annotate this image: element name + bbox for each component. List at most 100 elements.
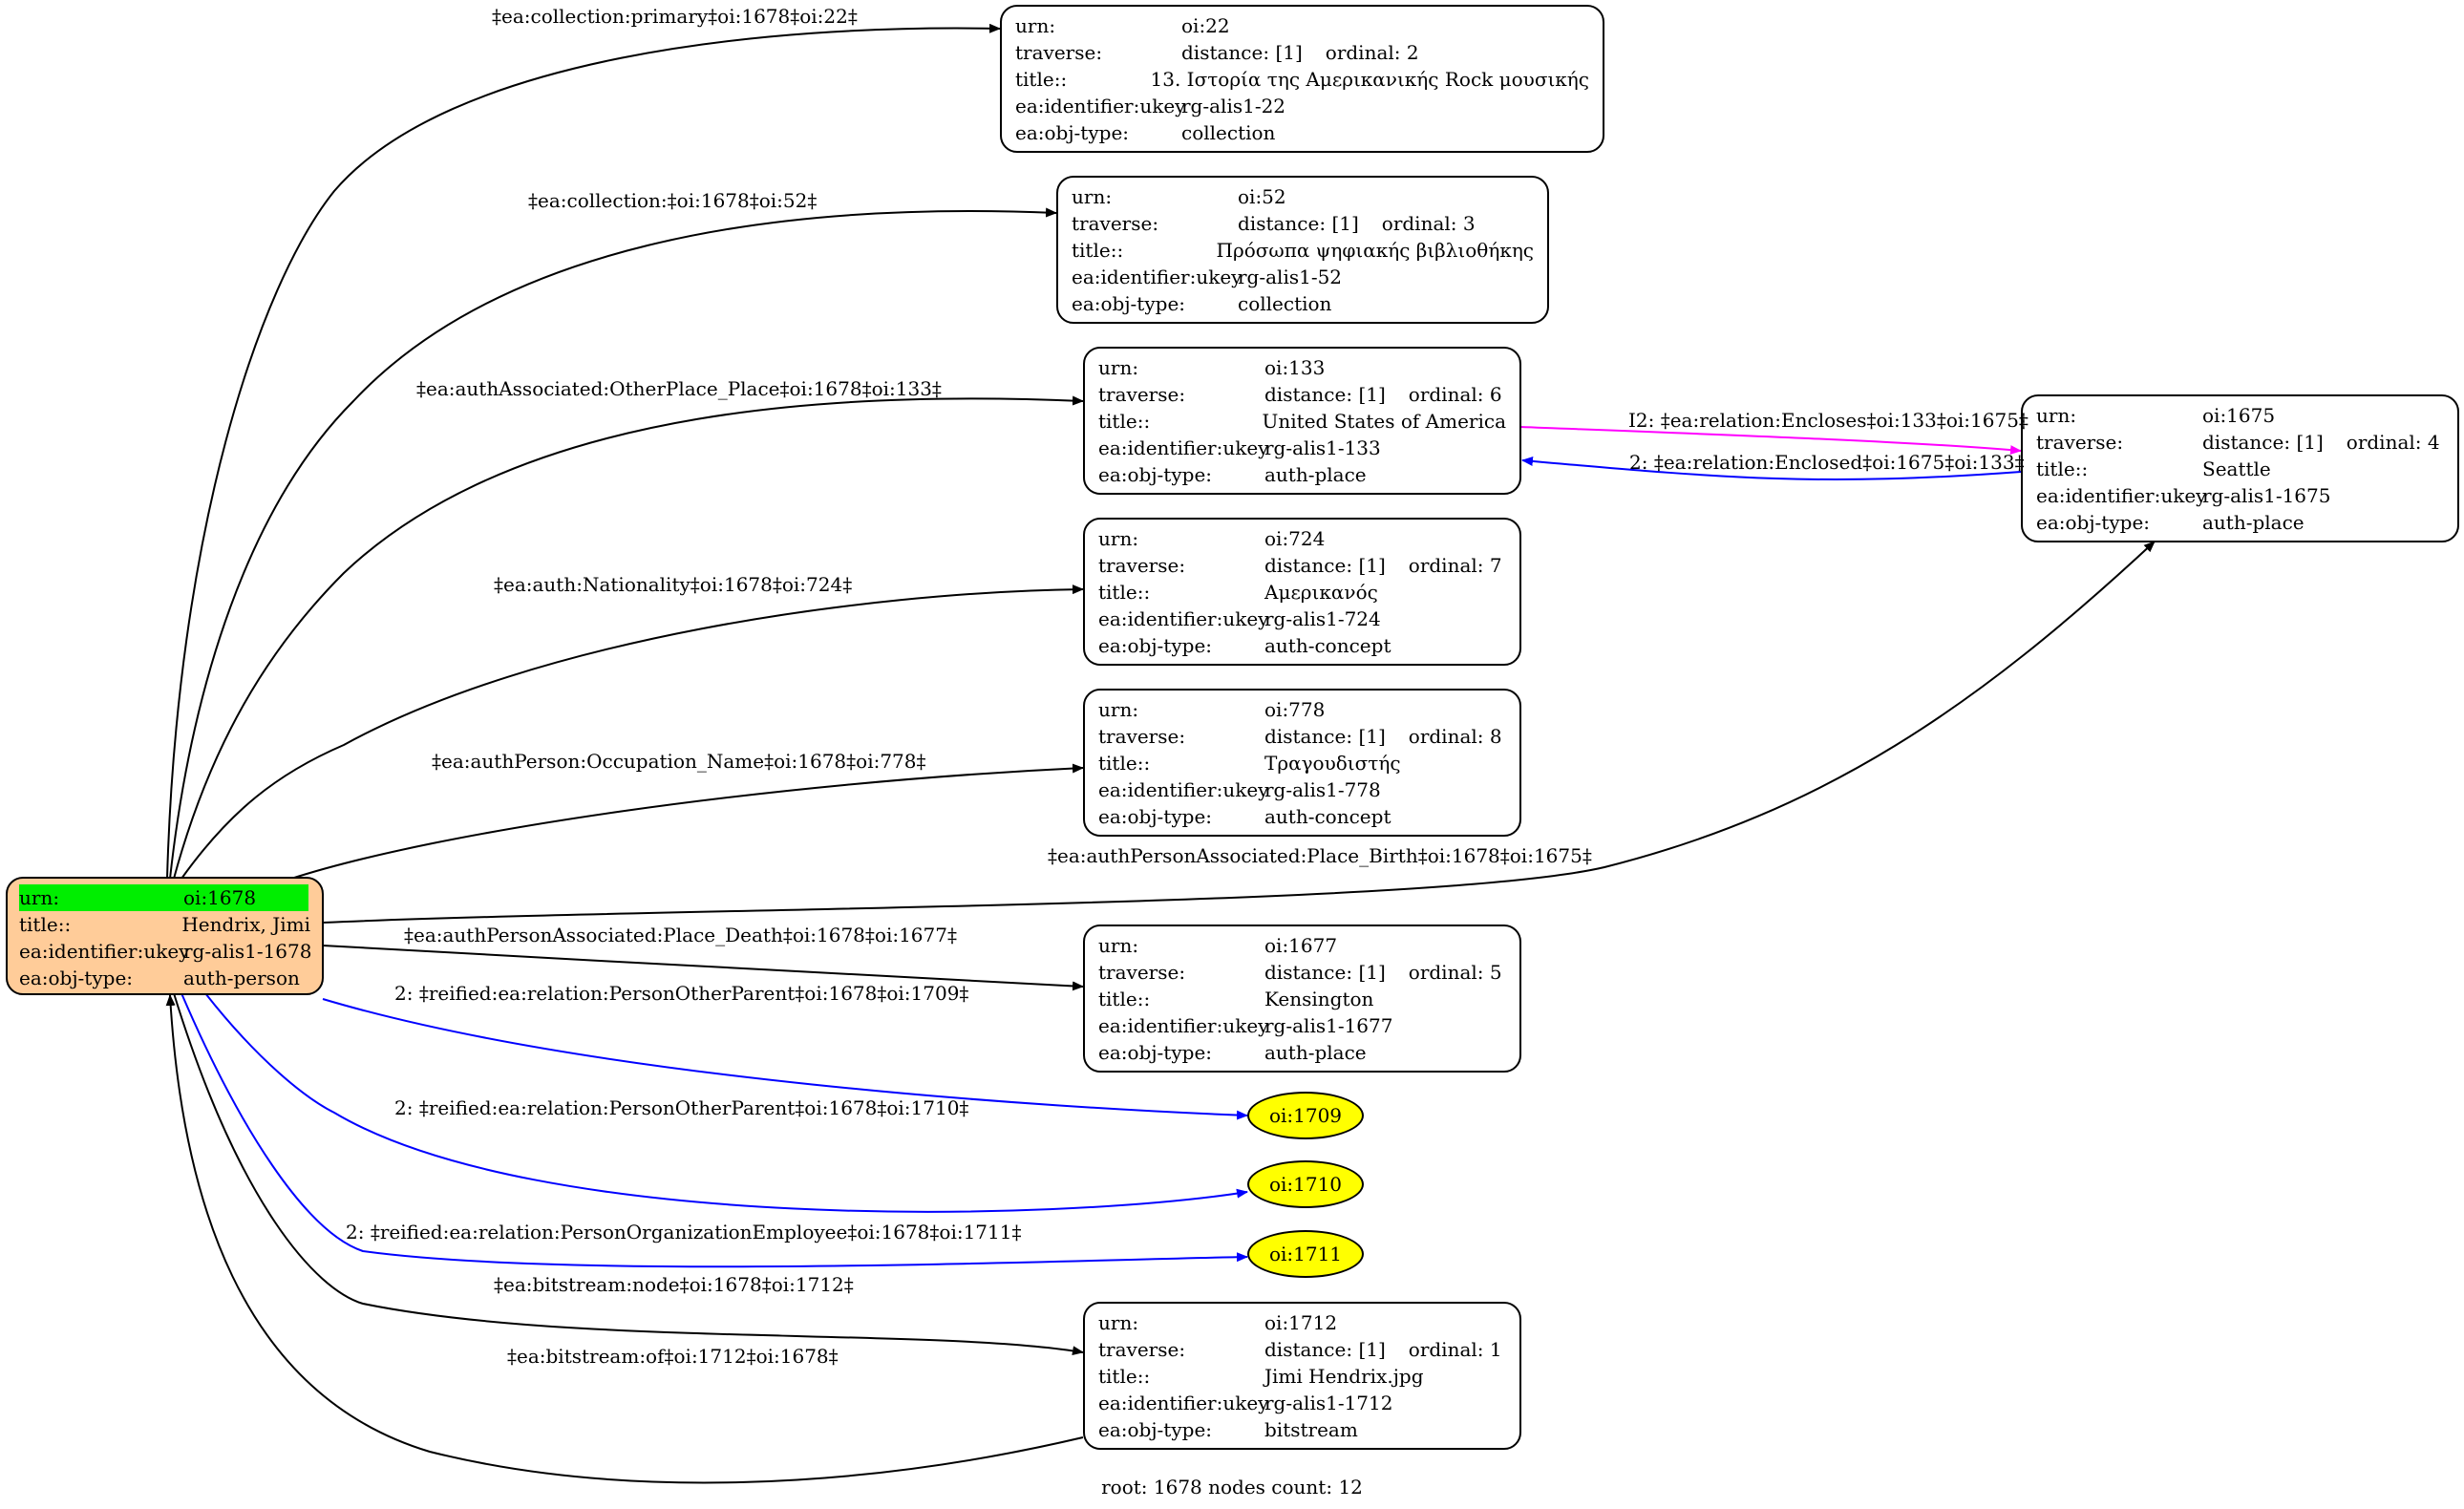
ellipse-node-oi-1710[interactable]: oi:1710 — [1247, 1160, 1364, 1208]
root-node[interactable]: urn: oi:1678 title:: Hendrix, Jimi ea:id… — [6, 877, 324, 995]
edge-label-occupation: ‡ea:authPerson:Occupation_Name‡oi:1678‡o… — [432, 750, 926, 773]
urn-value: oi:1712 — [1264, 1311, 1338, 1334]
root-ukey-value: rg-alis1-1678 — [183, 940, 312, 963]
distance-value: distance: [1] — [1264, 725, 1386, 748]
objtype-value: auth-place — [1264, 463, 1367, 486]
edge-encloses — [1519, 426, 2022, 456]
traverse-key: traverse: — [1098, 725, 1186, 748]
objtype-key: ea:obj-type: — [1098, 1418, 1213, 1441]
edge-enclosed — [1521, 456, 2022, 481]
urn-value: oi:1677 — [1264, 934, 1338, 957]
node-oi-52[interactable]: urn:oi:52 traverse:distance: [1]ordinal:… — [1056, 176, 1549, 324]
traverse-key: traverse: — [2036, 431, 2124, 454]
edge-label-bitstream-of: ‡ea:bitstream:of‡oi:1712‡oi:1678‡ — [507, 1345, 839, 1368]
ukey-value: rg-alis1-1677 — [1264, 1014, 1393, 1037]
ukey-value: rg-alis1-1675 — [2202, 484, 2331, 507]
node-oi-22[interactable]: urn:oi:22 traverse:distance: [1]ordinal:… — [1000, 5, 1604, 153]
title-key: title:: — [1098, 1365, 1151, 1388]
node-oi-1675[interactable]: urn:oi:1675 traverse:distance: [1]ordina… — [2021, 394, 2459, 542]
title-value: 13. Ιστορία της Αμερικανικής Rock μουσικ… — [1150, 68, 1590, 91]
ukey-value: rg-alis1-724 — [1264, 607, 1381, 630]
urn-value: oi:1675 — [2202, 404, 2276, 427]
edge-label-bitstream-node: ‡ea:bitstream:node‡oi:1678‡oi:1712‡ — [494, 1273, 854, 1296]
edge-collection — [169, 207, 1057, 880]
node-oi-778[interactable]: urn:oi:778 traverse:distance: [1]ordinal… — [1083, 689, 1521, 837]
objtype-key: ea:obj-type: — [1015, 121, 1130, 144]
title-key: title:: — [1098, 581, 1151, 604]
edge-other-parent-1709 — [322, 998, 1248, 1120]
edge-label-other-parent-1709: 2: ‡reified:ea:relation:PersonOtherParen… — [394, 982, 969, 1005]
objtype-value: collection — [1181, 121, 1276, 144]
ordinal-value: ordinal: 7 — [1408, 554, 1502, 577]
ukey-key: ea:identifier:ukey — [1098, 778, 1269, 801]
ukey-key: ea:identifier:ukey — [1098, 607, 1269, 630]
title-value: Kensington — [1264, 988, 1374, 1010]
title-key: title:: — [1098, 988, 1151, 1010]
edge-employee-1711 — [181, 992, 1248, 1268]
edge-other-parent-1710 — [204, 992, 1248, 1213]
ordinal-value: ordinal: 5 — [1408, 961, 1502, 984]
ellipse-node-oi-1709[interactable]: oi:1709 — [1247, 1092, 1364, 1139]
ukey-key: ea:identifier:ukey — [1015, 95, 1186, 117]
distance-value: distance: [1] — [1264, 383, 1386, 406]
ukey-key: ea:identifier:ukey — [2036, 484, 2207, 507]
title-value: Πρόσωπα ψηφιακής βιβλιοθήκης — [1216, 239, 1535, 262]
objtype-key: ea:obj-type: — [1098, 463, 1213, 486]
edge-nationality — [181, 584, 1084, 880]
distance-value: distance: [1] — [1238, 212, 1359, 235]
objtype-key: ea:obj-type: — [1098, 805, 1213, 828]
urn-key: urn: — [1098, 527, 1139, 550]
distance-value: distance: [1] — [1264, 1338, 1386, 1361]
urn-value: oi:52 — [1238, 185, 1286, 208]
ukey-value: rg-alis1-22 — [1181, 95, 1286, 117]
node-oi-724[interactable]: urn:oi:724 traverse:distance: [1]ordinal… — [1083, 518, 1521, 666]
objtype-key: ea:obj-type: — [1098, 634, 1213, 657]
edge-bitstream-of — [165, 994, 1084, 1484]
traverse-key: traverse: — [1098, 961, 1186, 984]
node-oi-133[interactable]: urn:oi:133 traverse:distance: [1]ordinal… — [1083, 347, 1521, 495]
ukey-key: ea:identifier:ukey — [1098, 1392, 1269, 1414]
edge-label-other-place: ‡ea:authAssociated:OtherPlace_Place‡oi:1… — [416, 377, 942, 400]
urn-key: urn: — [1098, 698, 1139, 721]
urn-key: urn: — [1098, 356, 1139, 379]
edge-label-collection-primary: ‡ea:collection:primary‡oi:1678‡oi:22‡ — [492, 5, 858, 28]
root-urn-value: oi:1678 — [183, 884, 308, 911]
title-value: Αμερικανός — [1264, 581, 1378, 604]
distance-value: distance: [1] — [1264, 554, 1386, 577]
objtype-value: auth-place — [2202, 511, 2305, 534]
urn-value: oi:22 — [1181, 14, 1230, 37]
edge-label-enclosed: 2: ‡ea:relation:Enclosed‡oi:1675‡oi:133‡ — [1629, 451, 2025, 474]
title-value: Τραγουδιστής — [1264, 752, 1401, 775]
urn-key: urn: — [1072, 185, 1113, 208]
root-objtype-row: ea:obj-type: auth-person — [19, 965, 310, 991]
objtype-key: ea:obj-type: — [2036, 511, 2151, 534]
root-ukey-row: ea:identifier:ukey rg-alis1-1678 — [19, 938, 312, 965]
edge-label-place-birth: ‡ea:authPersonAssociated:Place_Birth‡oi:… — [1048, 844, 1592, 867]
urn-key: urn: — [1015, 14, 1056, 37]
urn-key: urn: — [1098, 934, 1139, 957]
title-key: title:: — [1015, 68, 1068, 91]
root-title-value: Hendrix, Jimi — [181, 913, 310, 936]
urn-value: oi:778 — [1264, 698, 1326, 721]
edge-label-collection: ‡ea:collection:‡oi:1678‡oi:52‡ — [528, 189, 818, 212]
traverse-key: traverse: — [1098, 554, 1186, 577]
objtype-value: bitstream — [1264, 1418, 1358, 1441]
traverse-key: traverse: — [1072, 212, 1159, 235]
edge-place-birth — [322, 541, 2156, 924]
ellipse-node-oi-1711[interactable]: oi:1711 — [1247, 1230, 1364, 1278]
ordinal-value: ordinal: 1 — [1408, 1338, 1502, 1361]
edge-place-death — [322, 945, 1084, 991]
traverse-key: traverse: — [1098, 1338, 1186, 1361]
edge-label-nationality: ‡ea:auth:Nationality‡oi:1678‡oi:724‡ — [494, 573, 853, 596]
title-key: title:: — [2036, 457, 2089, 480]
ukey-value: rg-alis1-1712 — [1264, 1392, 1393, 1414]
node-oi-1677[interactable]: urn: oi:1677 traverse: distance: [1] ordina… — [1083, 925, 1521, 1073]
edge-other-place — [173, 395, 1084, 880]
distance-value: distance: [1] — [1264, 961, 1386, 984]
distance-value: distance: [1] — [2202, 431, 2324, 454]
objtype-value: auth-concept — [1264, 634, 1391, 657]
objtype-value: auth-concept — [1264, 805, 1391, 828]
node-oi-1712[interactable]: urn:oi:1712 traverse:distance: [1]ordina… — [1083, 1302, 1521, 1450]
title-key: title:: — [1072, 239, 1124, 262]
